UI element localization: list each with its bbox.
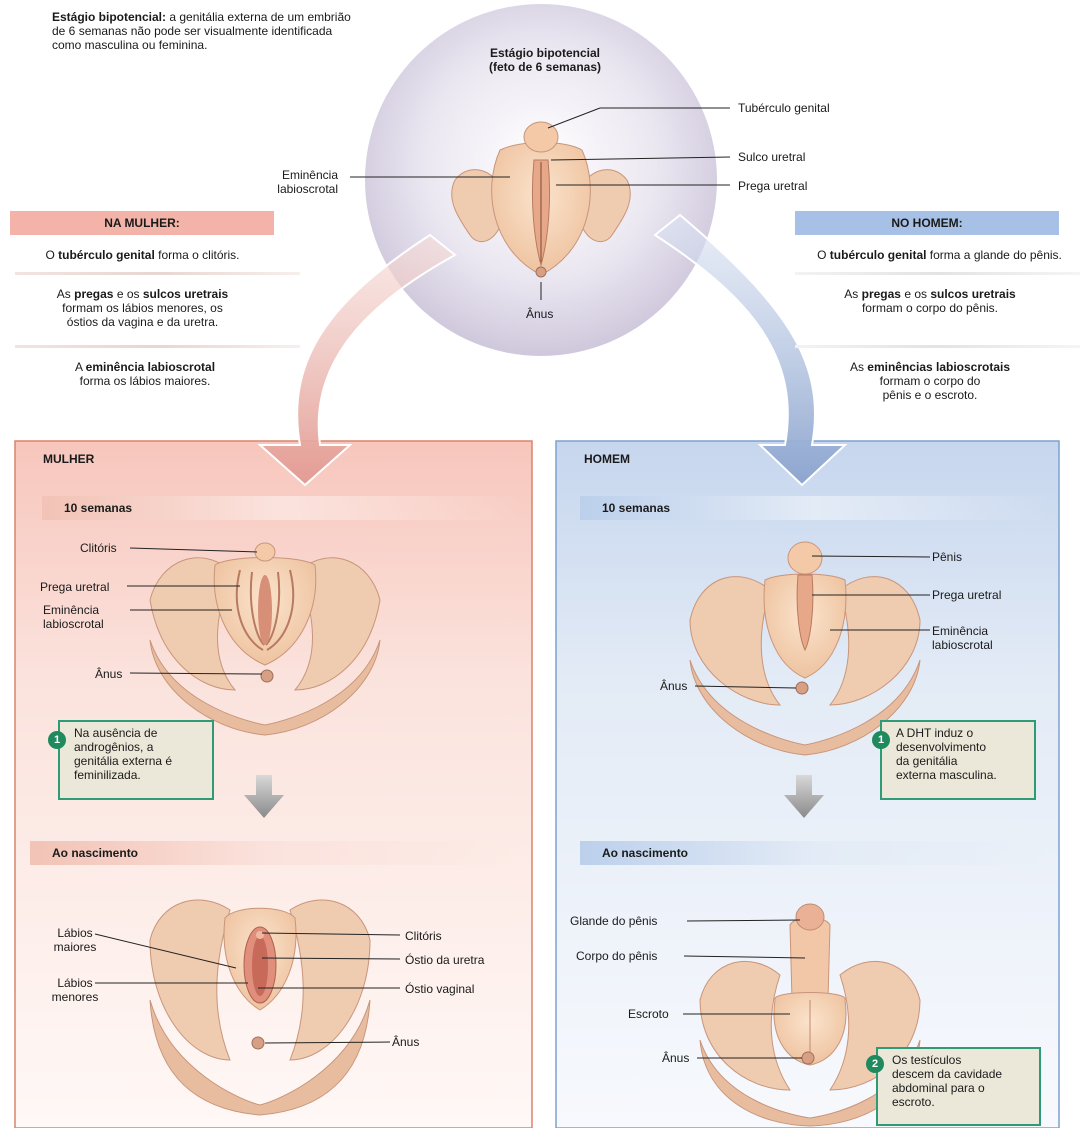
female-label-labios-menores-1: Lábios bbox=[40, 976, 110, 990]
male-item-1-post: forma a glande do pênis. bbox=[926, 248, 1061, 262]
female-separator-2 bbox=[15, 345, 300, 348]
female-label-ostio-vaginal: Óstio vaginal bbox=[405, 982, 474, 996]
female-callout-1-badge: 1 bbox=[48, 731, 66, 749]
female-header: NA MULHER: bbox=[10, 211, 274, 235]
male-callout-1-badge: 1 bbox=[872, 731, 890, 749]
male-item-3-line2: formam o corpo do bbox=[780, 374, 1080, 388]
male-header: NO HOMEM: bbox=[795, 211, 1059, 235]
bipotential-title-line1: Estágio bipotencial bbox=[450, 46, 640, 60]
male-label-glande: Glande do pênis bbox=[570, 914, 657, 928]
female-label-labios-maiores: Lábios maiores bbox=[40, 926, 110, 954]
female-item-2-bold1: pregas bbox=[74, 287, 113, 301]
female-item-2-pre: As bbox=[57, 287, 74, 301]
female-item-2-mid: e os bbox=[113, 287, 142, 301]
bipotential-title: Estágio bipotencial (feto de 6 semanas) bbox=[450, 46, 640, 74]
female-separator-1 bbox=[15, 272, 300, 275]
male-label-escroto: Escroto bbox=[628, 1007, 669, 1021]
female-label-eminencia: Eminência labioscrotal bbox=[43, 603, 104, 631]
female-label-ostio-uretra: Óstio da uretra bbox=[405, 953, 484, 967]
female-item-1-pre: O bbox=[45, 248, 58, 262]
male-callout-1: A DHT induz o desenvolvimento da genitál… bbox=[880, 720, 1036, 800]
female-panel-title: MULHER bbox=[15, 443, 532, 475]
female-callout-line2: androgênios, a bbox=[74, 740, 206, 754]
label-sulco-uretral: Sulco uretral bbox=[738, 150, 805, 164]
male-callout-2-line2: descem da cavidade bbox=[892, 1067, 1033, 1081]
male-item-2: As pregas e os sulcos uretrais formam o … bbox=[780, 287, 1080, 315]
male-item-2-bold1: pregas bbox=[862, 287, 901, 301]
female-item-2: As pregas e os sulcos uretrais formam os… bbox=[0, 287, 285, 329]
female-item-1: O tubérculo genital forma o clitóris. bbox=[0, 248, 285, 262]
female-item-2-line2: formam os lábios menores, os bbox=[0, 301, 285, 315]
female-label-eminencia-2: labioscrotal bbox=[43, 617, 104, 631]
male-item-3-line3: pênis e o escroto. bbox=[780, 388, 1080, 402]
male-callout-2: Os testículos descem da cavidade abdomin… bbox=[876, 1047, 1041, 1126]
male-callout-1-line2: desenvolvimento bbox=[896, 740, 1028, 754]
female-label-labios-maiores-1: Lábios bbox=[40, 926, 110, 940]
female-label-anus: Ânus bbox=[95, 667, 122, 681]
male-callout-2-line1: Os testículos bbox=[892, 1053, 1033, 1067]
female-callout-1: Na ausência de androgênios, a genitália … bbox=[58, 720, 214, 800]
female-label-labios-menores-2: menores bbox=[40, 990, 110, 1004]
label-tuberculo-genital: Tubérculo genital bbox=[738, 101, 830, 115]
male-callout-2-line3: abdominal para o bbox=[892, 1081, 1033, 1095]
label-anus-top: Ânus bbox=[526, 307, 553, 321]
male-item-1-pre: O bbox=[817, 248, 830, 262]
male-item-1: O tubérculo genital forma a glande do pê… bbox=[790, 248, 1089, 262]
female-label-clitoris-birth: Clitóris bbox=[405, 929, 442, 943]
female-item-3-pre: A bbox=[75, 360, 86, 374]
male-stage-birth: Ao nascimento bbox=[580, 841, 1050, 865]
label-eminencia-labioscrotal: Eminência labioscrotal bbox=[240, 168, 338, 196]
female-label-eminencia-1: Eminência bbox=[43, 603, 104, 617]
male-callout-1-line3: da genitália bbox=[896, 754, 1028, 768]
female-item-3: A eminência labioscrotal forma os lábios… bbox=[0, 360, 290, 388]
male-separator-1 bbox=[795, 272, 1080, 275]
male-stage-10w: 10 semanas bbox=[580, 496, 1050, 520]
female-item-3-line2: forma os lábios maiores. bbox=[0, 374, 290, 388]
female-label-labios-menores: Lábios menores bbox=[40, 976, 110, 1004]
male-item-3-bold: eminências labioscrotais bbox=[867, 360, 1010, 374]
female-label-prega: Prega uretral bbox=[40, 580, 109, 594]
male-item-2-bold2: sulcos uretrais bbox=[930, 287, 1015, 301]
male-separator-2 bbox=[795, 345, 1080, 348]
female-label-anus-birth: Ânus bbox=[392, 1035, 419, 1049]
label-eminencia-line2: labioscrotal bbox=[240, 182, 338, 196]
female-label-clitoris: Clitóris bbox=[80, 541, 117, 555]
female-stage-birth: Ao nascimento bbox=[30, 841, 520, 865]
female-item-1-bold: tubérculo genital bbox=[58, 248, 155, 262]
male-item-3: As eminências labioscrotais formam o cor… bbox=[780, 360, 1080, 402]
male-label-eminencia-2: labioscrotal bbox=[932, 638, 993, 652]
male-label-anus-birth: Ânus bbox=[662, 1051, 689, 1065]
male-callout-2-badge: 2 bbox=[866, 1055, 884, 1073]
female-item-3-bold: eminência labioscrotal bbox=[86, 360, 215, 374]
male-item-1-bold: tubérculo genital bbox=[830, 248, 927, 262]
female-item-1-post: forma o clitóris. bbox=[155, 248, 240, 262]
male-callout-1-line1: A DHT induz o bbox=[896, 726, 1028, 740]
male-label-eminencia: Eminência labioscrotal bbox=[932, 624, 993, 652]
male-callout-1-line4: externa masculina. bbox=[896, 768, 1028, 782]
male-label-eminencia-1: Eminência bbox=[932, 624, 993, 638]
male-label-prega: Prega uretral bbox=[932, 588, 1001, 602]
male-label-penis: Pênis bbox=[932, 550, 962, 564]
female-item-2-line3: óstios da vagina e da uretra. bbox=[0, 315, 285, 329]
female-item-2-bold2: sulcos uretrais bbox=[143, 287, 228, 301]
male-item-2-pre: As bbox=[844, 287, 861, 301]
female-label-labios-maiores-2: maiores bbox=[40, 940, 110, 954]
male-item-3-pre: As bbox=[850, 360, 867, 374]
bipotential-title-line2: (feto de 6 semanas) bbox=[450, 60, 640, 74]
female-stage-10w: 10 semanas bbox=[42, 496, 522, 520]
female-callout-line1: Na ausência de bbox=[74, 726, 206, 740]
female-callout-line4: feminilizada. bbox=[74, 768, 206, 782]
male-item-2-line2: formam o corpo do pênis. bbox=[780, 301, 1080, 315]
male-callout-2-line4: escroto. bbox=[892, 1095, 1033, 1109]
male-panel-title: HOMEM bbox=[556, 443, 1059, 475]
male-label-anus: Ânus bbox=[660, 679, 687, 693]
label-prega-uretral: Prega uretral bbox=[738, 179, 807, 193]
female-callout-line3: genitália externa é bbox=[74, 754, 206, 768]
male-label-corpo: Corpo do pênis bbox=[576, 949, 657, 963]
male-item-2-mid: e os bbox=[901, 287, 930, 301]
label-eminencia-line1: Eminência bbox=[240, 168, 338, 182]
